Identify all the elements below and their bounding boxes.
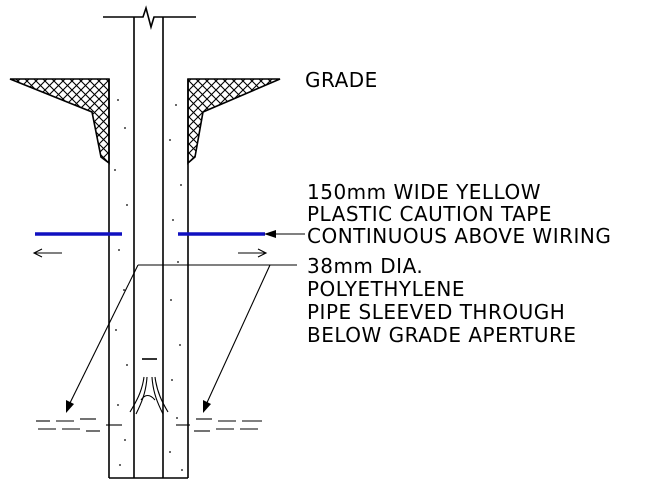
wire-flex-right: [151, 376, 169, 415]
pipe-break-line: [103, 5, 196, 30]
soil-right: [187, 78, 281, 165]
tape-note-line-2: PLASTIC CAUTION TAPE: [307, 202, 552, 226]
concrete-stipple: [114, 99, 183, 471]
tape-note-line-1: 150mm WIDE YELLOW: [307, 180, 541, 204]
tape-leader-arrowhead: [264, 230, 276, 238]
pipe-leader-right: [204, 264, 271, 408]
pipe-leader-left-arrowhead: [66, 400, 74, 413]
tape-note-line-3: CONTINUOUS ABOVE WIRING: [307, 224, 611, 248]
tape-continuation-arrow-right: [238, 248, 268, 258]
ground-dash-marks-right: [176, 418, 262, 432]
pipe-note-line-1: 38mm DIA.: [307, 254, 423, 278]
soil-left: [9, 78, 110, 165]
ground-dash-marks-left: [36, 418, 122, 432]
grade-label: GRADE: [305, 68, 378, 92]
tape-continuation-arrow-left: [32, 248, 62, 258]
wire-flex-left: [129, 376, 148, 415]
pipe-note-line-4: BELOW GRADE APERTURE: [307, 323, 577, 347]
pipe-note-line-3: PIPE SLEEVED THROUGH: [307, 300, 565, 324]
pipe-note-line-2: POLYETHYLENE: [307, 277, 465, 301]
pipe-leader-right-arrowhead: [203, 400, 211, 413]
pipe-leader-left: [67, 264, 139, 408]
wire-spread-center: [140, 394, 156, 401]
